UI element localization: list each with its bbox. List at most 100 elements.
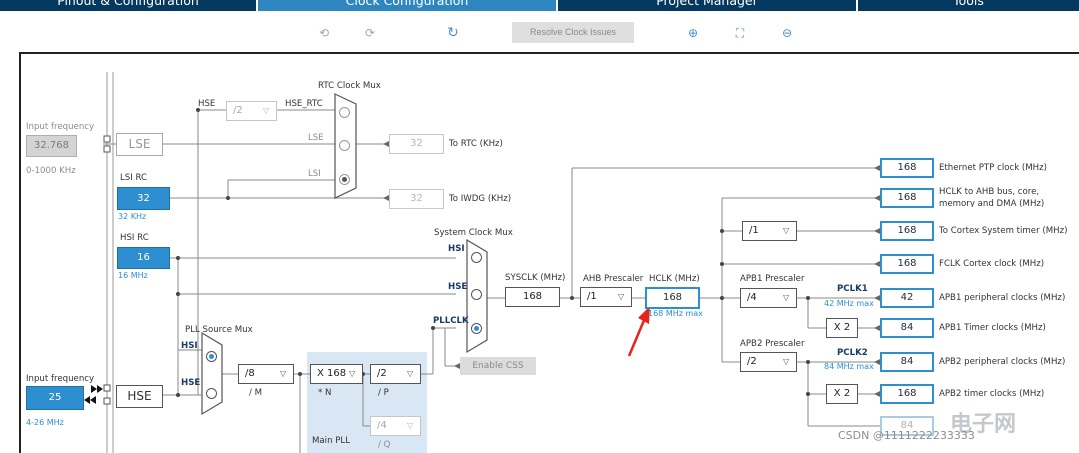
apb1-timer-clocks-label: APB1 Timer clocks (MHz) <box>939 323 1046 333</box>
tab-separator <box>556 0 558 11</box>
apb2-timer-clocks-value: 168 <box>880 384 934 404</box>
apb1-peripheral-clocks-label: APB1 peripheral clocks (MHz) <box>939 293 1066 303</box>
hclk-ahb-label-line2: memory and DMA (MHz) <box>939 199 1045 207</box>
pclk1-max-label: 42 MHz max <box>824 299 874 308</box>
chevron-down-icon: ▽ <box>349 369 356 378</box>
pll-m-label: / M <box>249 388 263 398</box>
hsi-rc-label: HSI RC <box>120 233 149 243</box>
lse-block[interactable]: LSE <box>116 133 163 156</box>
sysclk-value: 168 <box>505 287 560 307</box>
rtc-mux-hse-radio[interactable] <box>339 107 350 118</box>
hclk-ahb-label: HCLK to AHB bus, core, <box>939 187 1040 197</box>
system-clock-mux-label: System Clock Mux <box>434 228 513 238</box>
chevron-down-icon: ▽ <box>783 357 790 366</box>
apb1-timer-multiplier: X 2 <box>826 318 858 338</box>
rtc-lse-label: LSE <box>308 133 324 143</box>
apb1-timer-clocks-value: 84 <box>880 318 934 338</box>
ahb-prescaler-select[interactable]: /1▽ <box>580 287 632 307</box>
pll-src-hse-label: HSE <box>181 378 201 388</box>
pll-src-hsi-label: HSI <box>181 341 198 351</box>
pll-source-mux-label: PLL Source Mux <box>185 325 253 335</box>
apb2-timer-multiplier: X 2 <box>826 384 858 404</box>
lsi-rc-unit: 32 KHz <box>118 212 147 221</box>
chevron-down-icon: ▽ <box>618 292 625 301</box>
lse-input-frequency-label: Input frequency <box>26 122 95 132</box>
pll-n-multiplier-select[interactable]: X 168▽ <box>310 364 363 384</box>
pll-n-label: * N <box>318 388 332 398</box>
apb1-prescaler-select[interactable]: /4▽ <box>740 288 797 308</box>
rtc-hse-divider-select[interactable]: /2▽ <box>226 101 277 121</box>
chevron-down-icon: ▽ <box>280 369 287 378</box>
to-rtc-label: To RTC (KHz) <box>449 139 503 149</box>
enable-css-button[interactable]: Enable CSS <box>460 357 536 375</box>
hse-block[interactable]: HSE <box>116 385 163 408</box>
chevron-down-icon: ▽ <box>263 106 270 115</box>
pll-p-label: / P <box>378 388 389 398</box>
tab-project-manager[interactable]: Project Manager <box>656 0 758 8</box>
pclk2-label: PCLK2 <box>837 348 868 358</box>
hclk-input-field[interactable]: 168 <box>645 287 700 309</box>
lsi-rc-value: 32 <box>117 187 170 210</box>
sysclk-mux-hsi-radio[interactable] <box>471 252 482 263</box>
tab-separator <box>856 0 858 11</box>
rtc-clock-mux-label: RTC Clock Mux <box>318 81 381 91</box>
lse-range-label: 0-1000 KHz <box>26 166 76 176</box>
apb2-timer-clocks-label: APB2 timer clocks (MHz) <box>939 389 1045 399</box>
sysclk-mux-hse-radio[interactable] <box>471 289 482 300</box>
rtc-output-value: 32 <box>389 134 444 154</box>
lse-input-frequency-field[interactable]: 32.768 <box>26 135 77 157</box>
refresh-icon[interactable]: ↻ <box>447 25 459 41</box>
ethernet-ptp-clock-label: Ethernet PTP clock (MHz) <box>939 163 1047 173</box>
hclk-ahb-value: 168 <box>880 188 934 208</box>
pll-p-divider-select[interactable]: /2▽ <box>370 364 421 384</box>
hse-rtc-label: HSE_RTC <box>285 99 323 109</box>
hse-input-frequency-label: Input frequency <box>26 374 95 384</box>
hclk-max-label: 168 MHz max <box>648 309 703 318</box>
iwdg-output-value: 32 <box>389 189 444 209</box>
chevron-down-icon: ▽ <box>783 293 790 302</box>
site-logo-watermark: 电子网 <box>950 412 1017 437</box>
tab-pinout-configuration[interactable]: Pinout & Configuration <box>57 0 199 8</box>
pclk2-max-label: 84 MHz max <box>824 362 874 371</box>
sysclk-mux-pllclk-label: PLLCLK <box>433 316 469 326</box>
rtc-mux-lsi-radio[interactable] <box>339 174 350 185</box>
rtc-lsi-label: LSI <box>308 169 321 179</box>
cortex-system-timer-label: To Cortex System timer (MHz) <box>939 226 1068 236</box>
hsi-rc-value: 16 <box>117 247 170 269</box>
apb2-prescaler-label: APB2 Prescaler <box>740 339 805 349</box>
pll-q-divider-select[interactable]: /4▽ <box>370 416 421 436</box>
pclk1-label: PCLK1 <box>837 284 868 294</box>
csdn-watermark: CSDN @1111222233333 <box>838 429 975 442</box>
main-pll-label: Main PLL <box>312 436 351 446</box>
sysclk-mux-hse-label: HSE <box>448 282 468 292</box>
tab-separator <box>256 0 258 11</box>
pll-q-label: / Q <box>378 440 391 450</box>
pll-src-mux-hsi-radio[interactable] <box>206 351 217 362</box>
fclk-cortex-clock-value: 168 <box>880 254 934 274</box>
pll-m-divider-select[interactable]: /8▽ <box>238 364 294 384</box>
sysclk-mux-pllclk-radio[interactable] <box>471 323 482 334</box>
cortex-timer-divider-select[interactable]: /1▽ <box>742 221 797 241</box>
lsi-rc-label: LSI RC <box>120 173 148 183</box>
cortex-system-timer-value: 168 <box>880 221 934 241</box>
apb1-prescaler-label: APB1 Prescaler <box>740 274 805 284</box>
hse-input-frequency-field[interactable]: 25 <box>26 386 84 410</box>
fit-screen-icon[interactable]: ⛶ <box>735 26 745 40</box>
redo-icon[interactable]: ⟳ <box>364 26 376 40</box>
ahb-prescaler-label: AHB Prescaler <box>583 274 644 284</box>
zoom-out-icon[interactable]: ⊖ <box>781 26 793 40</box>
undo-icon[interactable]: ⟲ <box>318 26 330 40</box>
apb2-peripheral-clocks-value: 84 <box>880 352 934 372</box>
pll-q-output-value: 84 <box>880 416 934 436</box>
tab-clock-configuration[interactable]: Clock Configuration <box>258 0 556 11</box>
rtc-mux-lse-radio[interactable] <box>339 140 350 151</box>
sysclk-label: SYSCLK (MHz) <box>505 273 566 283</box>
tab-tools[interactable]: Tools <box>953 0 984 8</box>
resolve-clock-issues-button[interactable]: Resolve Clock Issues <box>512 22 634 43</box>
apb2-prescaler-select[interactable]: /2▽ <box>740 352 797 372</box>
pll-src-mux-hse-radio[interactable] <box>206 388 217 399</box>
zoom-in-icon[interactable]: ⊕ <box>687 26 699 40</box>
tab-bar: Pinout & Configuration Clock Configurati… <box>0 0 1079 11</box>
sysclk-mux-hsi-label: HSI <box>448 244 465 254</box>
apb2-peripheral-clocks-label: APB2 peripheral clocks (MHz) <box>939 357 1066 367</box>
